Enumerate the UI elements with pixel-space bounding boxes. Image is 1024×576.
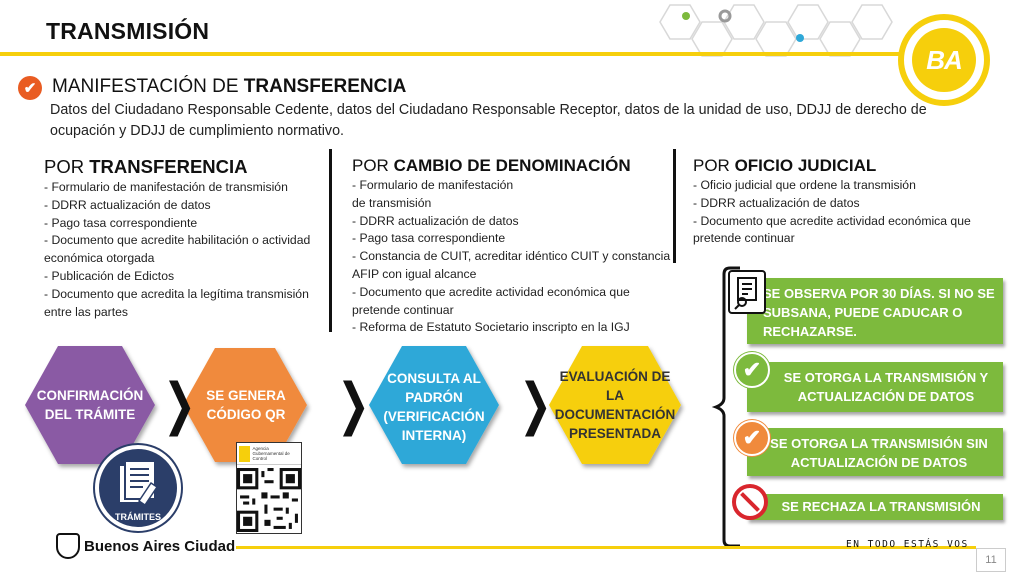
document-search-icon — [728, 270, 766, 314]
list-item: - Documento que acredita la legítima tra… — [44, 286, 309, 319]
section-title-normal: MANIFESTACIÓN DE — [52, 76, 244, 97]
qr-caption: Agencia Gubernamental de Control — [252, 446, 290, 461]
page-number: 11 — [976, 548, 1006, 572]
check-icon: ✔ — [734, 420, 770, 456]
list-item: - Constancia de CUIT, acreditar idéntico… — [352, 249, 671, 281]
chevron-right-icon: ❯ — [337, 372, 370, 437]
result-otorga-con-actualizacion: SE OTORGA LA TRANSMISIÓN Y ACTUALIZACIÓN… — [747, 362, 1003, 412]
step-hexagon-confirmacion — [25, 346, 155, 464]
list-item: - Formulario de manifestación de transmi… — [44, 180, 288, 194]
column-title-bold: TRANSFERENCIA — [89, 156, 248, 177]
step-label-codigo-qr: SE GENERA CÓDIGO QR — [206, 388, 286, 422]
column-title-oficio-judicial: POR OFICIO JUDICIAL — [693, 156, 876, 176]
list-item: - Documento que acredite actividad econó… — [693, 213, 971, 246]
list-item: - DDRR actualización de datos — [693, 195, 860, 210]
step-hexagon-codigo-qr — [183, 348, 307, 462]
list-item: - Pago tasa correspondiente — [44, 215, 198, 230]
footer-city-name: Buenos Aires Ciudad — [84, 538, 236, 555]
column-title-cambio-denominacion: POR CAMBIO DE DENOMINACIÓN — [352, 156, 631, 176]
column-title-normal: POR — [693, 156, 735, 175]
column-divider — [329, 149, 332, 332]
column-title-transferencia: POR TRANSFERENCIA — [44, 156, 248, 178]
result-observa: SE OBSERVA POR 30 DÍAS. SI NO SE SUBSANA… — [747, 278, 1003, 344]
no-entry-bar — [740, 492, 760, 512]
results-bracket — [711, 266, 740, 548]
list-item: - DDRR actualización de datos — [352, 213, 519, 228]
section-title-bold: TRANSFERENCIA — [243, 76, 407, 97]
step-hexagon-evaluacion — [549, 346, 681, 464]
header-divider — [0, 52, 920, 56]
column-list-cambio-denominacion: - Formulario de manifestación de transmi… — [352, 177, 674, 337]
chevron-right-icon: ❯ — [519, 372, 552, 437]
qr-code: Agencia Gubernamental de Control — [236, 442, 302, 534]
list-item: - Documento que acredite actividad econó… — [352, 284, 630, 317]
check-icon: ✔ — [734, 352, 770, 388]
list-item: de transmisión — [352, 195, 432, 210]
list-item: - Reforma de Estatuto Societario inscrip… — [352, 320, 630, 335]
column-list-transferencia: - Formulario de manifestación de transmi… — [44, 179, 326, 321]
list-item: - Oficio judicial que ordene la transmis… — [693, 178, 916, 192]
agency-logo-icon — [239, 445, 250, 462]
result-rechaza: SE RECHAZA LA TRANSMISIÓN — [747, 494, 1003, 520]
no-entry-icon — [732, 484, 768, 520]
page-title: TRANSMISIÓN — [46, 18, 210, 44]
step-hexagon-padron — [369, 346, 499, 464]
check-icon: ✔ — [18, 76, 42, 100]
document-search-glyph — [734, 277, 757, 310]
list-item: - Publicación de Edictos — [44, 268, 175, 283]
list-item: - Documento que acredite habilitación o … — [44, 233, 311, 266]
footer-slogan: EN TODO ESTÁS VOS — [846, 539, 969, 550]
list-item: - DDRR actualización de datos — [44, 197, 211, 212]
qr-header: Agencia Gubernamental de Control — [237, 443, 301, 465]
result-otorga-sin-actualizacion: SE OTORGA LA TRANSMISIÓN SIN ACTUALIZACI… — [747, 428, 1003, 476]
column-title-normal: POR — [352, 156, 394, 175]
column-list-oficio-judicial: - Oficio judicial que ordene la transmis… — [693, 177, 993, 248]
city-emblem-icon — [56, 533, 80, 559]
step-label-padron: CONSULTA AL PADRÓN (VERIFICACIÓN INTERNA… — [383, 371, 485, 443]
hex-pattern-decoration — [659, 4, 893, 57]
document-stack-icon — [118, 460, 159, 507]
column-divider — [673, 149, 676, 263]
section-description: Datos del Ciudadano Responsable Cedente,… — [50, 102, 927, 139]
tramites-document-icon — [95, 445, 181, 531]
column-title-normal: POR — [44, 156, 90, 177]
ba-logo: BA — [898, 14, 990, 106]
process-hexagons — [25, 346, 681, 464]
ba-logo-text: BA — [912, 28, 976, 92]
step-label-confirmacion: CONFIRMACIÓN DEL TRÁMITE — [36, 388, 144, 422]
footer-divider — [236, 546, 976, 549]
section-title: MANIFESTACIÓN DE TRANSFERENCIA — [52, 76, 406, 98]
list-item: - Formulario de manifestación — [352, 178, 514, 192]
step-label-evaluacion: EVALUACIÓN DE LA DOCUMENTACIÓN PRESENTAD… — [554, 369, 676, 441]
column-title-bold: OFICIO JUDICIAL — [734, 156, 877, 175]
qr-code-pattern — [237, 468, 301, 532]
column-title-bold: CAMBIO DE DENOMINACIÓN — [393, 156, 631, 175]
list-item: - Pago tasa correspondiente — [352, 231, 506, 246]
chevron-right-icon: ❯ — [163, 372, 196, 437]
tramites-label: TRÁMITES — [115, 512, 161, 522]
